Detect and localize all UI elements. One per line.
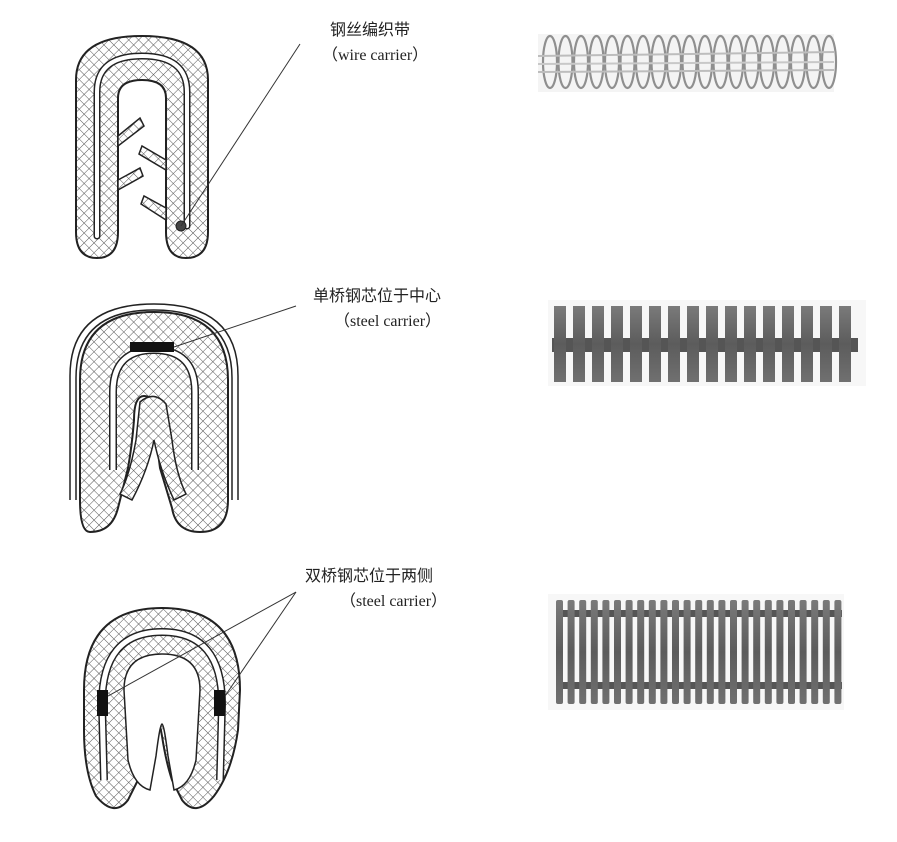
coil-loop (572, 34, 590, 90)
comb-tooth (782, 306, 794, 382)
coil-loop (603, 34, 621, 90)
coil-loop (619, 34, 636, 90)
ladder-rung (556, 600, 563, 704)
coil-loop (665, 34, 683, 90)
comb-tooth (573, 306, 585, 382)
ladder-rung (648, 600, 656, 704)
ladder-rung (730, 600, 737, 704)
coil-loop (650, 34, 667, 90)
comb-tooth (630, 306, 642, 382)
profile-double-bridge (83, 591, 297, 809)
comb-tooth (839, 306, 851, 382)
ladder-rung (822, 600, 830, 704)
ladder-rung (695, 600, 703, 704)
label-subtitle-single: （steel carrier） (334, 313, 442, 330)
profile-wire-carrier (75, 34, 301, 260)
comb-tooth (668, 306, 680, 382)
comb-tooth (744, 306, 756, 382)
label-title-wire: 钢丝编织带 (330, 20, 411, 39)
ladder-rung (579, 600, 587, 704)
ladder-rung (799, 600, 807, 704)
coil-loop (634, 34, 652, 90)
comb-tooth (611, 306, 623, 382)
ladder-rung (567, 600, 575, 704)
steel-comb-photo (548, 300, 866, 386)
ladder-rung (834, 600, 842, 704)
comb-tooth (725, 306, 737, 382)
ladder-rung (625, 600, 633, 704)
comb-tooth (801, 306, 813, 382)
ladder-rung (672, 600, 679, 704)
comb-tooth (706, 306, 718, 382)
ladder-rung (741, 600, 749, 704)
comb-tooth (687, 306, 699, 382)
label-subtitle-wire: （wire carrier） (322, 47, 429, 64)
ladder-rung (602, 600, 610, 704)
comb-tooth (649, 306, 661, 382)
label-title-double: 双桥钢芯位于两侧 (305, 566, 434, 585)
ladder-rung (753, 600, 761, 704)
ladder-rung (811, 600, 819, 704)
comb-tooth (820, 306, 832, 382)
label-title-single: 单桥钢芯位于中心 (313, 286, 442, 305)
ladder-rung (660, 600, 668, 704)
ladder-rung (637, 600, 645, 704)
coil-loop (557, 34, 574, 90)
ladder-rung (706, 600, 714, 704)
comb-tooth (763, 306, 775, 382)
steel-ladder-photo (548, 594, 844, 710)
ladder-rung (764, 600, 772, 704)
comb-tooth (592, 306, 604, 382)
wire-coil-photo (537, 34, 838, 92)
label-subtitle-double: （steel carrier） (340, 593, 448, 610)
ladder-rung (683, 600, 691, 704)
coil-loop (541, 34, 559, 90)
ladder-rung (718, 600, 726, 704)
comb-tooth (554, 306, 566, 382)
ladder-rung (776, 600, 784, 704)
profile-single-bridge (69, 303, 297, 534)
ladder-rung (614, 600, 621, 704)
ladder-rung (590, 600, 598, 704)
ladder-rung (788, 600, 795, 704)
coil-loop (588, 34, 605, 90)
